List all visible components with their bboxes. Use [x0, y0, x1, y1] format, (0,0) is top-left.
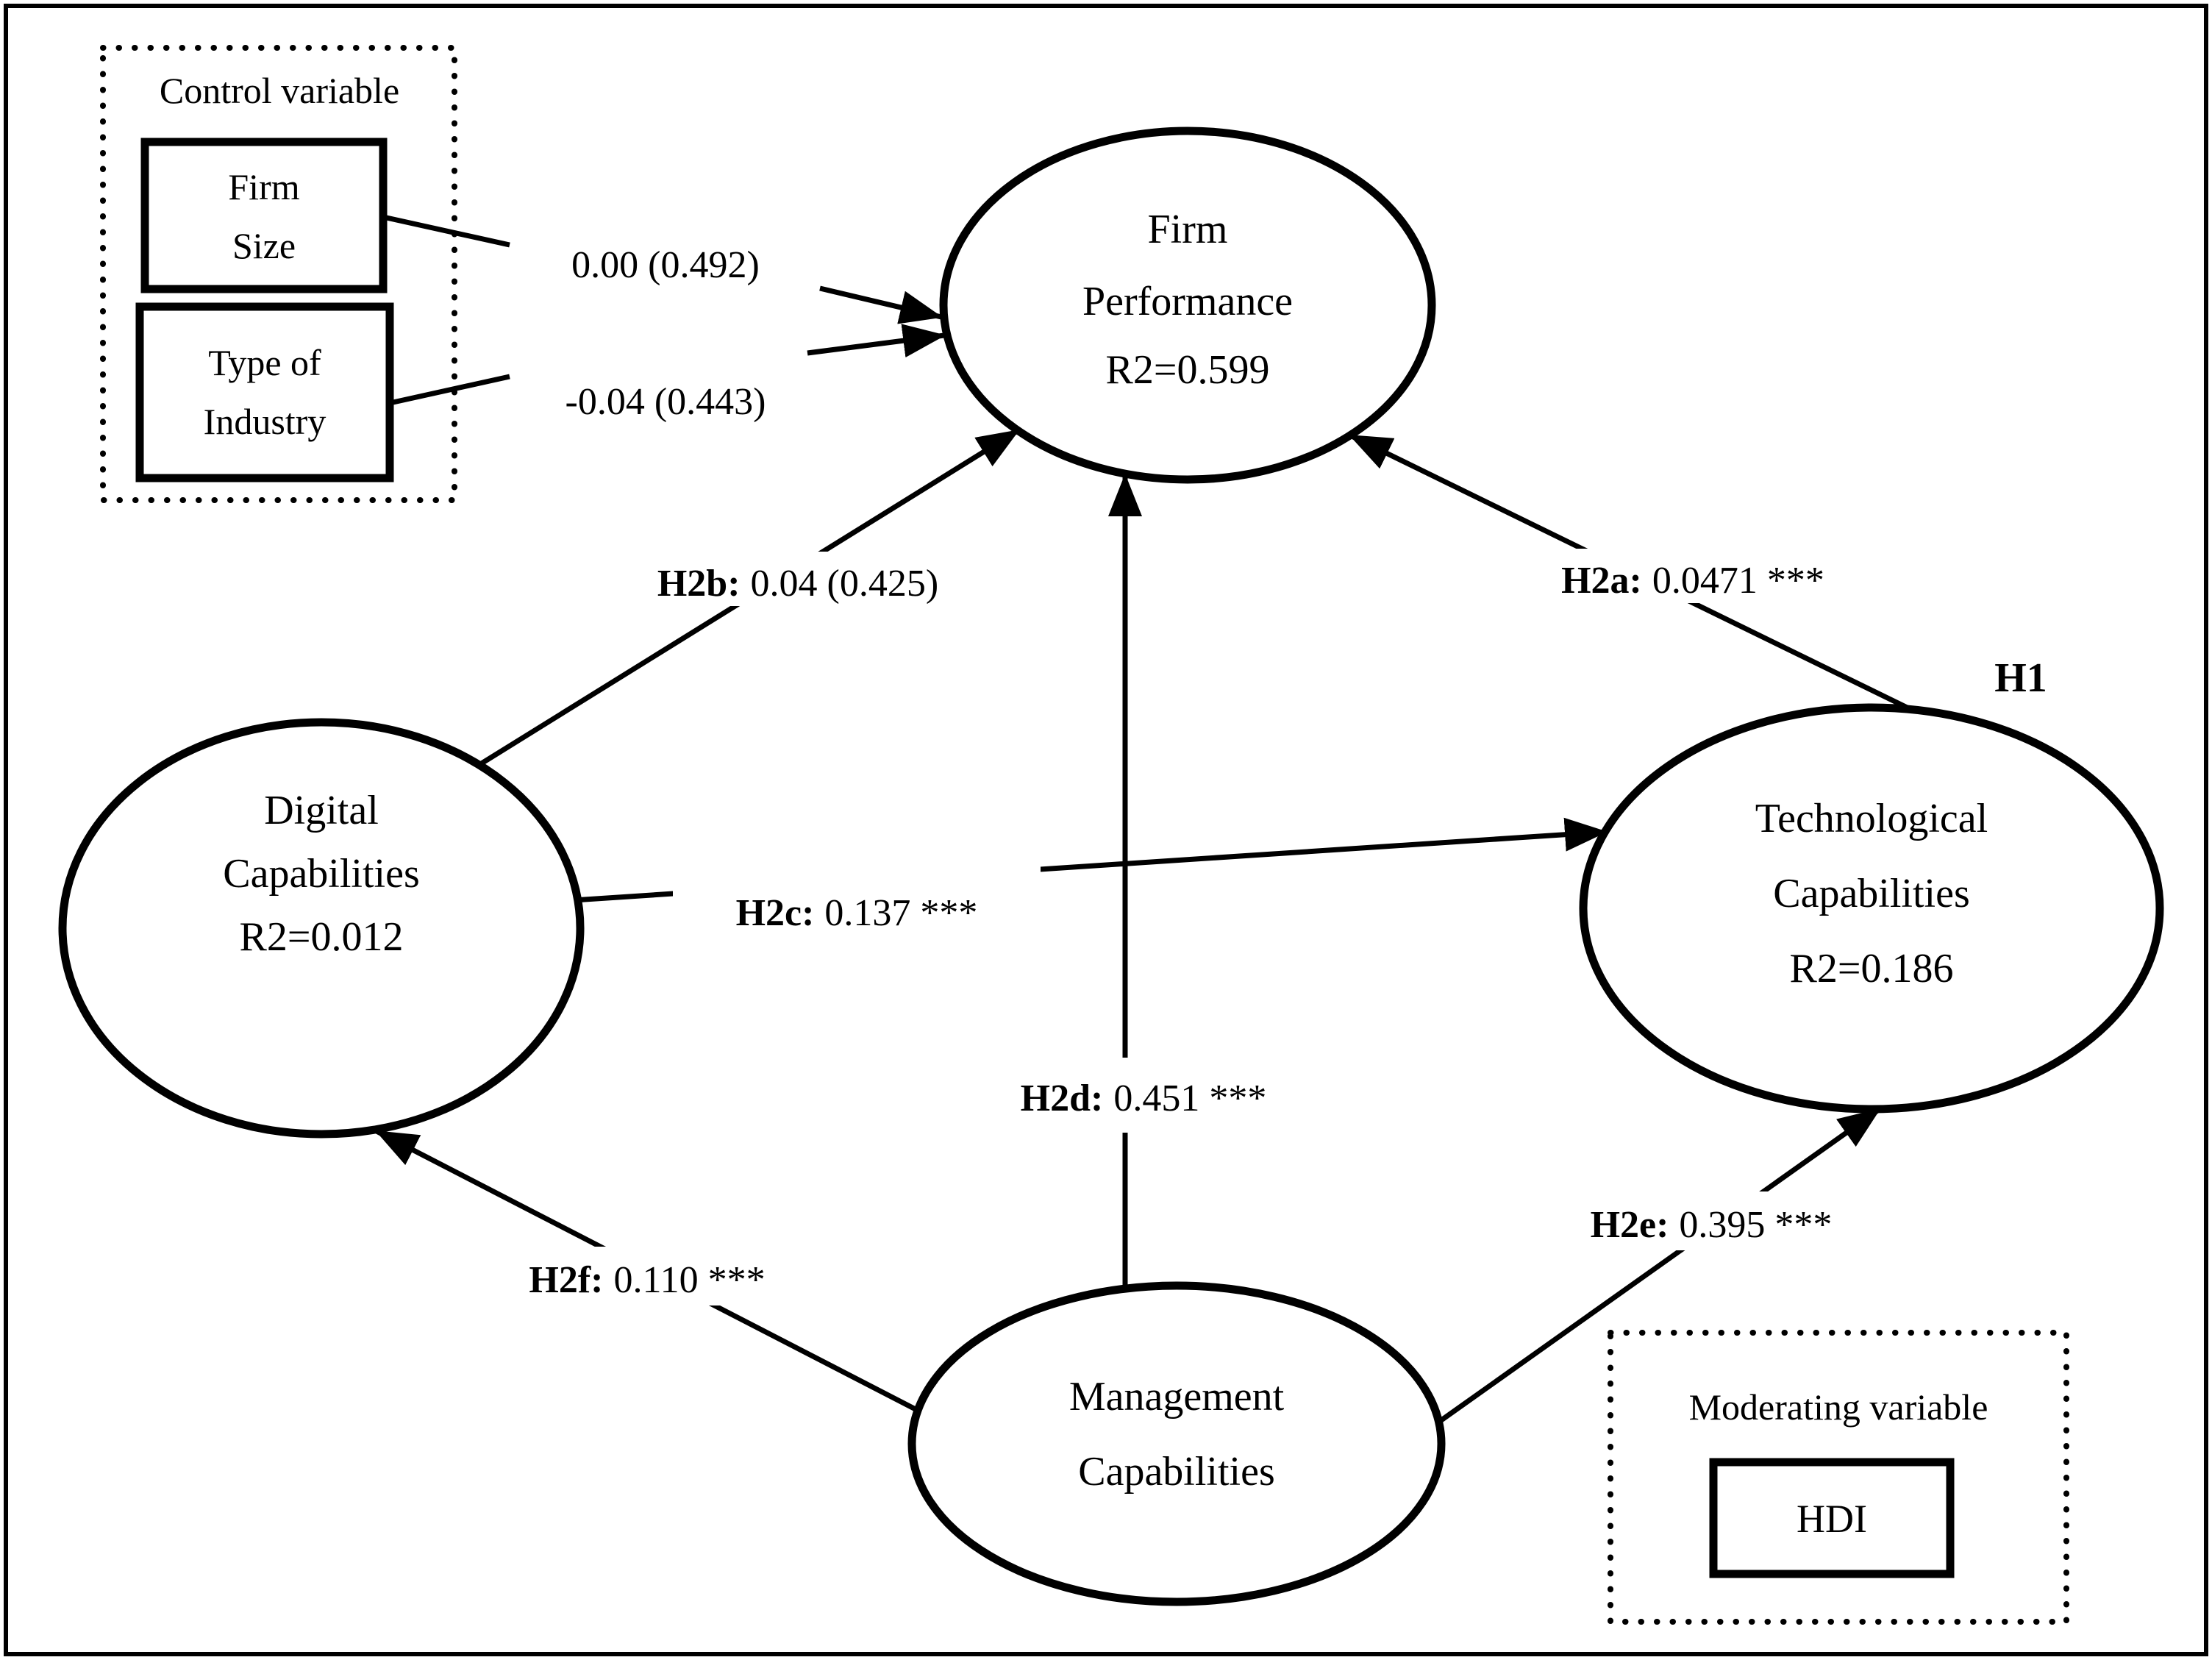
- h1-label: H1: [1994, 655, 2047, 701]
- technological-capabilities-ellipse: [1579, 703, 2164, 1114]
- h2a-label-bg: [1531, 549, 1855, 603]
- moderating-variable-title: Moderating variable: [1689, 1386, 1988, 1428]
- h2a-value: 0.0471 ***: [1652, 560, 1824, 602]
- h2a-label: H2a:0.0471 ***: [1561, 560, 1824, 602]
- path-industry-arrow: [807, 324, 946, 357]
- firm-size-label-line2: Size: [232, 225, 296, 266]
- path-industry-segment: [382, 374, 510, 407]
- type-of-industry-box: [135, 302, 394, 482]
- firm-size-box: [140, 138, 388, 293]
- digital-capabilities-label-line1: Digital: [264, 788, 379, 833]
- h2e-value: 0.395 ***: [1679, 1204, 1832, 1246]
- h2d-id: H2d:: [1021, 1077, 1104, 1119]
- firm-size-label-line1: Firm: [228, 166, 299, 207]
- h2f-id: H2f:: [529, 1259, 603, 1301]
- h2d-label-bg: [1002, 1058, 1285, 1133]
- firm-size-coef-bg: [550, 237, 782, 287]
- management-capabilities-label-line1: Management: [1069, 1374, 1285, 1419]
- h2a-id: H2a:: [1561, 560, 1642, 602]
- management-capabilities-label-line2: Capabilities: [1078, 1449, 1275, 1495]
- h2c-label: H2c:0.137 ***: [736, 892, 978, 934]
- moderating-variable-group: Moderating variable HDI: [1608, 1330, 2069, 1625]
- h2e-id: H2e:: [1591, 1204, 1669, 1246]
- h2b-id: H2b:: [657, 563, 741, 605]
- h2c-value: 0.137 ***: [824, 892, 977, 934]
- h2f-label: H2f: 0.110 ***: [529, 1259, 765, 1301]
- firm-performance-ellipse: [939, 127, 1436, 484]
- control-variable-group: Control variable Firm Size Type of Indus…: [100, 45, 457, 503]
- type-of-industry-label-line1: Type of: [208, 342, 321, 383]
- latent-nodes: Firm Performance R2=0.599 Digital Capabi…: [58, 127, 2164, 1606]
- outer-frame: [4, 4, 2208, 1656]
- digital-capabilities-label-line2: Capabilities: [223, 851, 420, 897]
- moderating-variable-box: [1608, 1330, 2069, 1625]
- digital-capabilities-ellipse: [58, 718, 585, 1139]
- firm-performance-label-line2: Performance: [1082, 279, 1293, 324]
- control-variable-title: Control variable: [160, 70, 399, 111]
- h2b-value: 0.04 (0.425): [751, 563, 939, 605]
- digital-capabilities-r2: R2=0.012: [240, 914, 404, 960]
- firm-performance-label-line1: Firm: [1148, 207, 1228, 252]
- technological-capabilities-label-line2: Capabilities: [1773, 871, 1970, 916]
- h2b-label: H2b:0.04 (0.425): [657, 563, 938, 605]
- h2f-value: 0.110 ***: [614, 1259, 766, 1301]
- h2b-label-bg: [632, 552, 963, 606]
- h2c-id: H2c:: [736, 892, 815, 934]
- h2e-label-bg: [1566, 1191, 1857, 1250]
- technological-capabilities-r2: R2=0.186: [1790, 946, 1954, 991]
- path-lines: [375, 214, 1927, 1428]
- h2d-label: H2d:0.451 ***: [1021, 1077, 1267, 1119]
- control-variable-box: [100, 45, 457, 503]
- hdi-box: [1709, 1458, 1955, 1578]
- h2e-label: H2e:0.395 ***: [1591, 1204, 1833, 1246]
- technological-capabilities-label-line1: Technological: [1755, 796, 1988, 841]
- type-of-industry-label-line2: Industry: [204, 401, 327, 442]
- path-labels: 0.00 (0.492) -0.04 (0.443) H2b:0.04 (0.4…: [504, 237, 2047, 1305]
- management-capabilities-ellipse: [907, 1281, 1446, 1606]
- h2d-value: 0.451 ***: [1113, 1077, 1266, 1119]
- h2f-label-bg: [504, 1247, 791, 1305]
- path-firm-size-segment: [382, 214, 510, 248]
- industry-coef-bg: [539, 374, 793, 424]
- path-firm-size-arrow: [819, 285, 943, 324]
- h2c-label-bg: [673, 852, 1041, 940]
- industry-coef-label: -0.04 (0.443): [566, 381, 766, 423]
- firm-performance-r2: R2=0.599: [1106, 347, 1270, 393]
- firm-size-coef-label: 0.00 (0.492): [571, 244, 760, 286]
- path-h2e-arrow: [1432, 1107, 1882, 1428]
- hdi-label: HDI: [1797, 1497, 1867, 1541]
